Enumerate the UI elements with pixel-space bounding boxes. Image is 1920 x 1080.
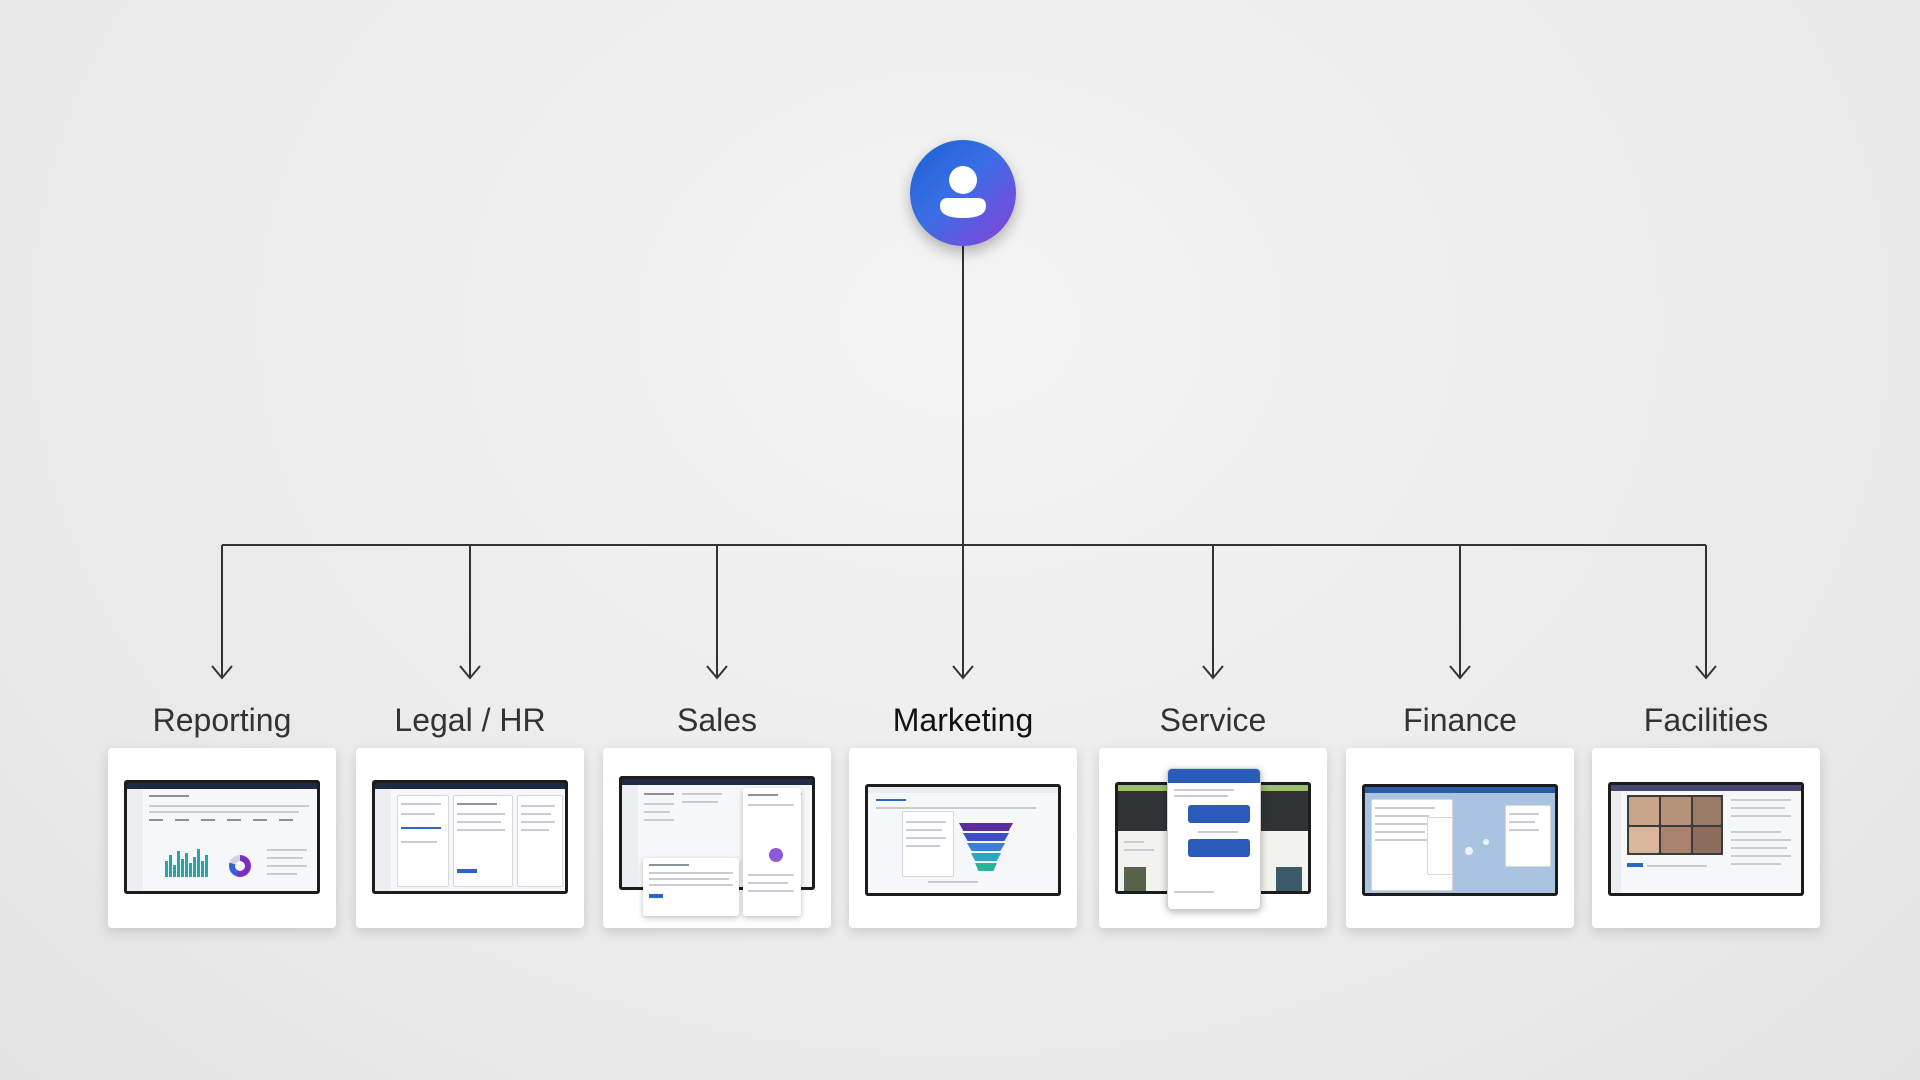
dept-label-marketing: Marketing bbox=[892, 702, 1034, 738]
dept-label-facilities: Facilities bbox=[1643, 702, 1769, 738]
dept-label-legal-hr: Legal / HR bbox=[394, 702, 546, 738]
drop-line-finance bbox=[1449, 545, 1471, 680]
drop-line-legal-hr bbox=[459, 545, 481, 680]
drop-line-sales bbox=[706, 545, 728, 680]
facilities-meeting-thumbnail[interactable] bbox=[1592, 748, 1820, 928]
dept-marketing[interactable]: Marketing bbox=[849, 698, 1077, 930]
service-virtual-assistant-thumbnail[interactable] bbox=[1099, 748, 1327, 928]
dept-service[interactable]: Service bbox=[1099, 698, 1327, 930]
drop-line-service bbox=[1202, 545, 1224, 680]
dept-reporting[interactable]: Reporting bbox=[108, 698, 336, 930]
sales-app-thumbnail[interactable] bbox=[603, 748, 831, 928]
legal-hr-app-thumbnail[interactable] bbox=[356, 748, 584, 928]
dept-label-sales: Sales bbox=[676, 702, 758, 738]
drop-line-reporting bbox=[211, 545, 233, 680]
reporting-dashboard-thumbnail[interactable] bbox=[108, 748, 336, 928]
finance-app-thumbnail[interactable] bbox=[1346, 748, 1574, 928]
dept-facilities[interactable]: Facilities bbox=[1592, 698, 1820, 930]
dept-finance[interactable]: Finance bbox=[1346, 698, 1574, 930]
marketing-funnel-thumbnail[interactable] bbox=[849, 748, 1077, 928]
dept-label-service: Service bbox=[1159, 702, 1267, 738]
drop-line-marketing bbox=[952, 545, 974, 680]
user-avatar-icon bbox=[910, 140, 1016, 246]
dept-label-reporting: Reporting bbox=[152, 702, 292, 738]
dept-sales[interactable]: Sales bbox=[603, 698, 831, 930]
drop-line-facilities bbox=[1695, 545, 1717, 680]
dept-label-finance: Finance bbox=[1403, 702, 1517, 738]
dept-legal-hr[interactable]: Legal / HR bbox=[356, 698, 584, 930]
